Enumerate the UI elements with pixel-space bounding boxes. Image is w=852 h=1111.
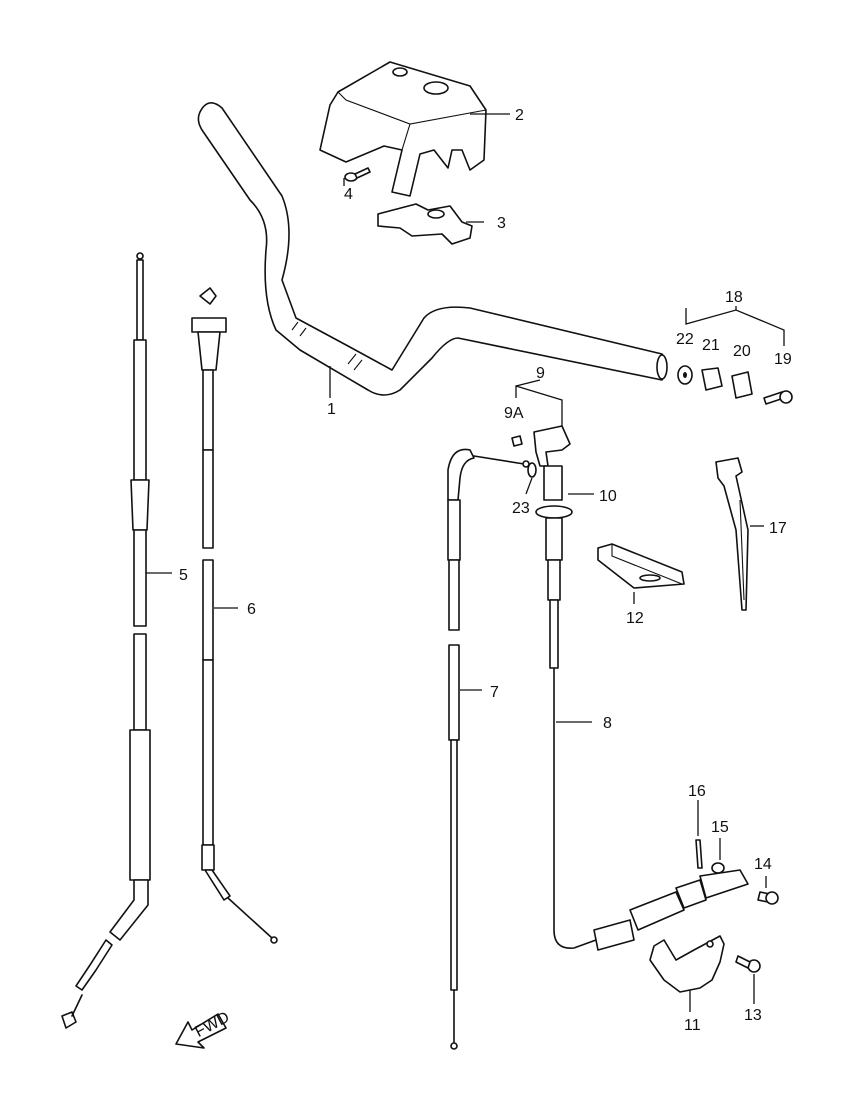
callout-19: 19 xyxy=(774,351,792,368)
pin-part-14 xyxy=(757,891,779,905)
callout-11: 11 xyxy=(684,1017,701,1034)
callout-21: 21 xyxy=(702,337,720,354)
callout-12: 12 xyxy=(626,610,644,627)
callout-18: 18 xyxy=(725,289,743,306)
callout-9: 9 xyxy=(536,365,545,382)
callout-23: 23 xyxy=(512,500,530,517)
washer-part-23 xyxy=(527,462,537,478)
callout-15: 15 xyxy=(711,819,729,836)
washer-part-15 xyxy=(711,862,725,874)
callout-4: 4 xyxy=(344,186,353,203)
grommet-part-10 xyxy=(543,465,563,501)
callout-3: 3 xyxy=(497,215,506,232)
callout-labels: 1 2 3 4 5 6 7 8 9 9A 10 11 12 13 14 15 1… xyxy=(179,107,792,1034)
fwd-arrow-icon: FWD xyxy=(175,1009,232,1049)
handlebar-part-1 xyxy=(197,102,668,396)
callout-7: 7 xyxy=(490,684,499,701)
callout-1: 1 xyxy=(327,401,336,418)
screw-part-4 xyxy=(344,167,371,182)
leader-lines xyxy=(146,113,785,1012)
callout-9a: 9A xyxy=(504,405,524,422)
bushing-part-20 xyxy=(731,371,753,399)
cable-part-7 xyxy=(447,448,530,1050)
choke-cable-part-8 xyxy=(511,425,749,951)
bracket-part-3 xyxy=(377,203,473,245)
callout-10: 10 xyxy=(599,488,617,505)
fwd-label: FWD xyxy=(192,1009,232,1041)
callout-6: 6 xyxy=(247,601,256,618)
cable-part-5 xyxy=(61,252,151,1029)
callout-20: 20 xyxy=(733,343,751,360)
cable-part-6 xyxy=(191,287,278,944)
screw-part-9a xyxy=(511,435,523,447)
callout-14: 14 xyxy=(754,856,772,873)
spacer-part-21 xyxy=(701,367,723,391)
callout-22: 22 xyxy=(676,331,694,348)
callout-13: 13 xyxy=(744,1007,762,1024)
bar-end-assembly xyxy=(677,365,793,405)
callout-16: 16 xyxy=(688,783,706,800)
callout-8: 8 xyxy=(603,715,612,732)
handlebar-cover-part-2 xyxy=(319,61,487,197)
plate-part-12 xyxy=(597,543,685,589)
callout-2: 2 xyxy=(515,107,524,124)
cable-tie-part-17 xyxy=(715,457,749,611)
knob-part-9 xyxy=(533,425,571,467)
bracket-part-11 xyxy=(649,935,725,993)
callout-5: 5 xyxy=(179,567,188,584)
bolt-part-13 xyxy=(735,955,761,973)
callout-17: 17 xyxy=(769,520,787,537)
cotter-pin-part-16 xyxy=(695,839,703,869)
